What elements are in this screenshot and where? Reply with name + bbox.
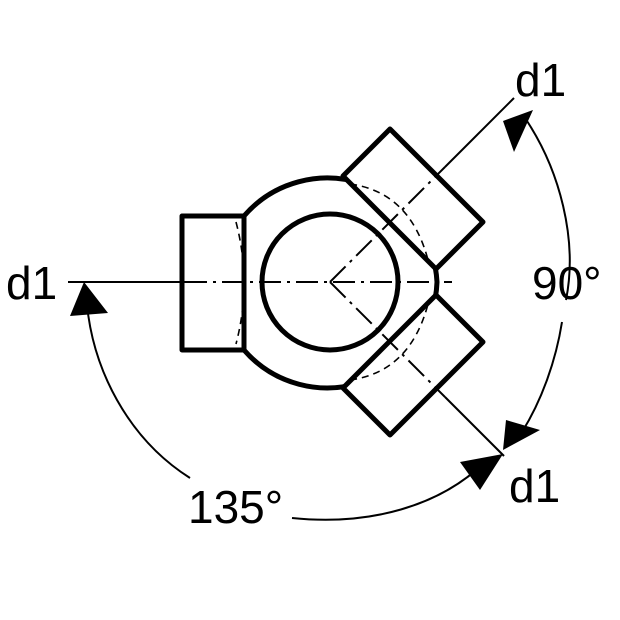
dimension-arc-90 (503, 110, 571, 450)
label-d1-top-right: d1 (515, 54, 566, 106)
arrowhead-icon (503, 420, 540, 450)
dimension-arc-135 (70, 282, 503, 521)
label-angle-90: 90° (532, 257, 602, 309)
label-d1-left: d1 (6, 257, 57, 309)
centre-lines (68, 97, 515, 457)
label-angle-135: 135° (188, 481, 283, 533)
label-d1-bottom-right: d1 (509, 460, 560, 512)
arrowhead-icon (503, 110, 533, 152)
arrowhead-icon (460, 454, 503, 490)
arrowhead-icon (70, 282, 108, 316)
